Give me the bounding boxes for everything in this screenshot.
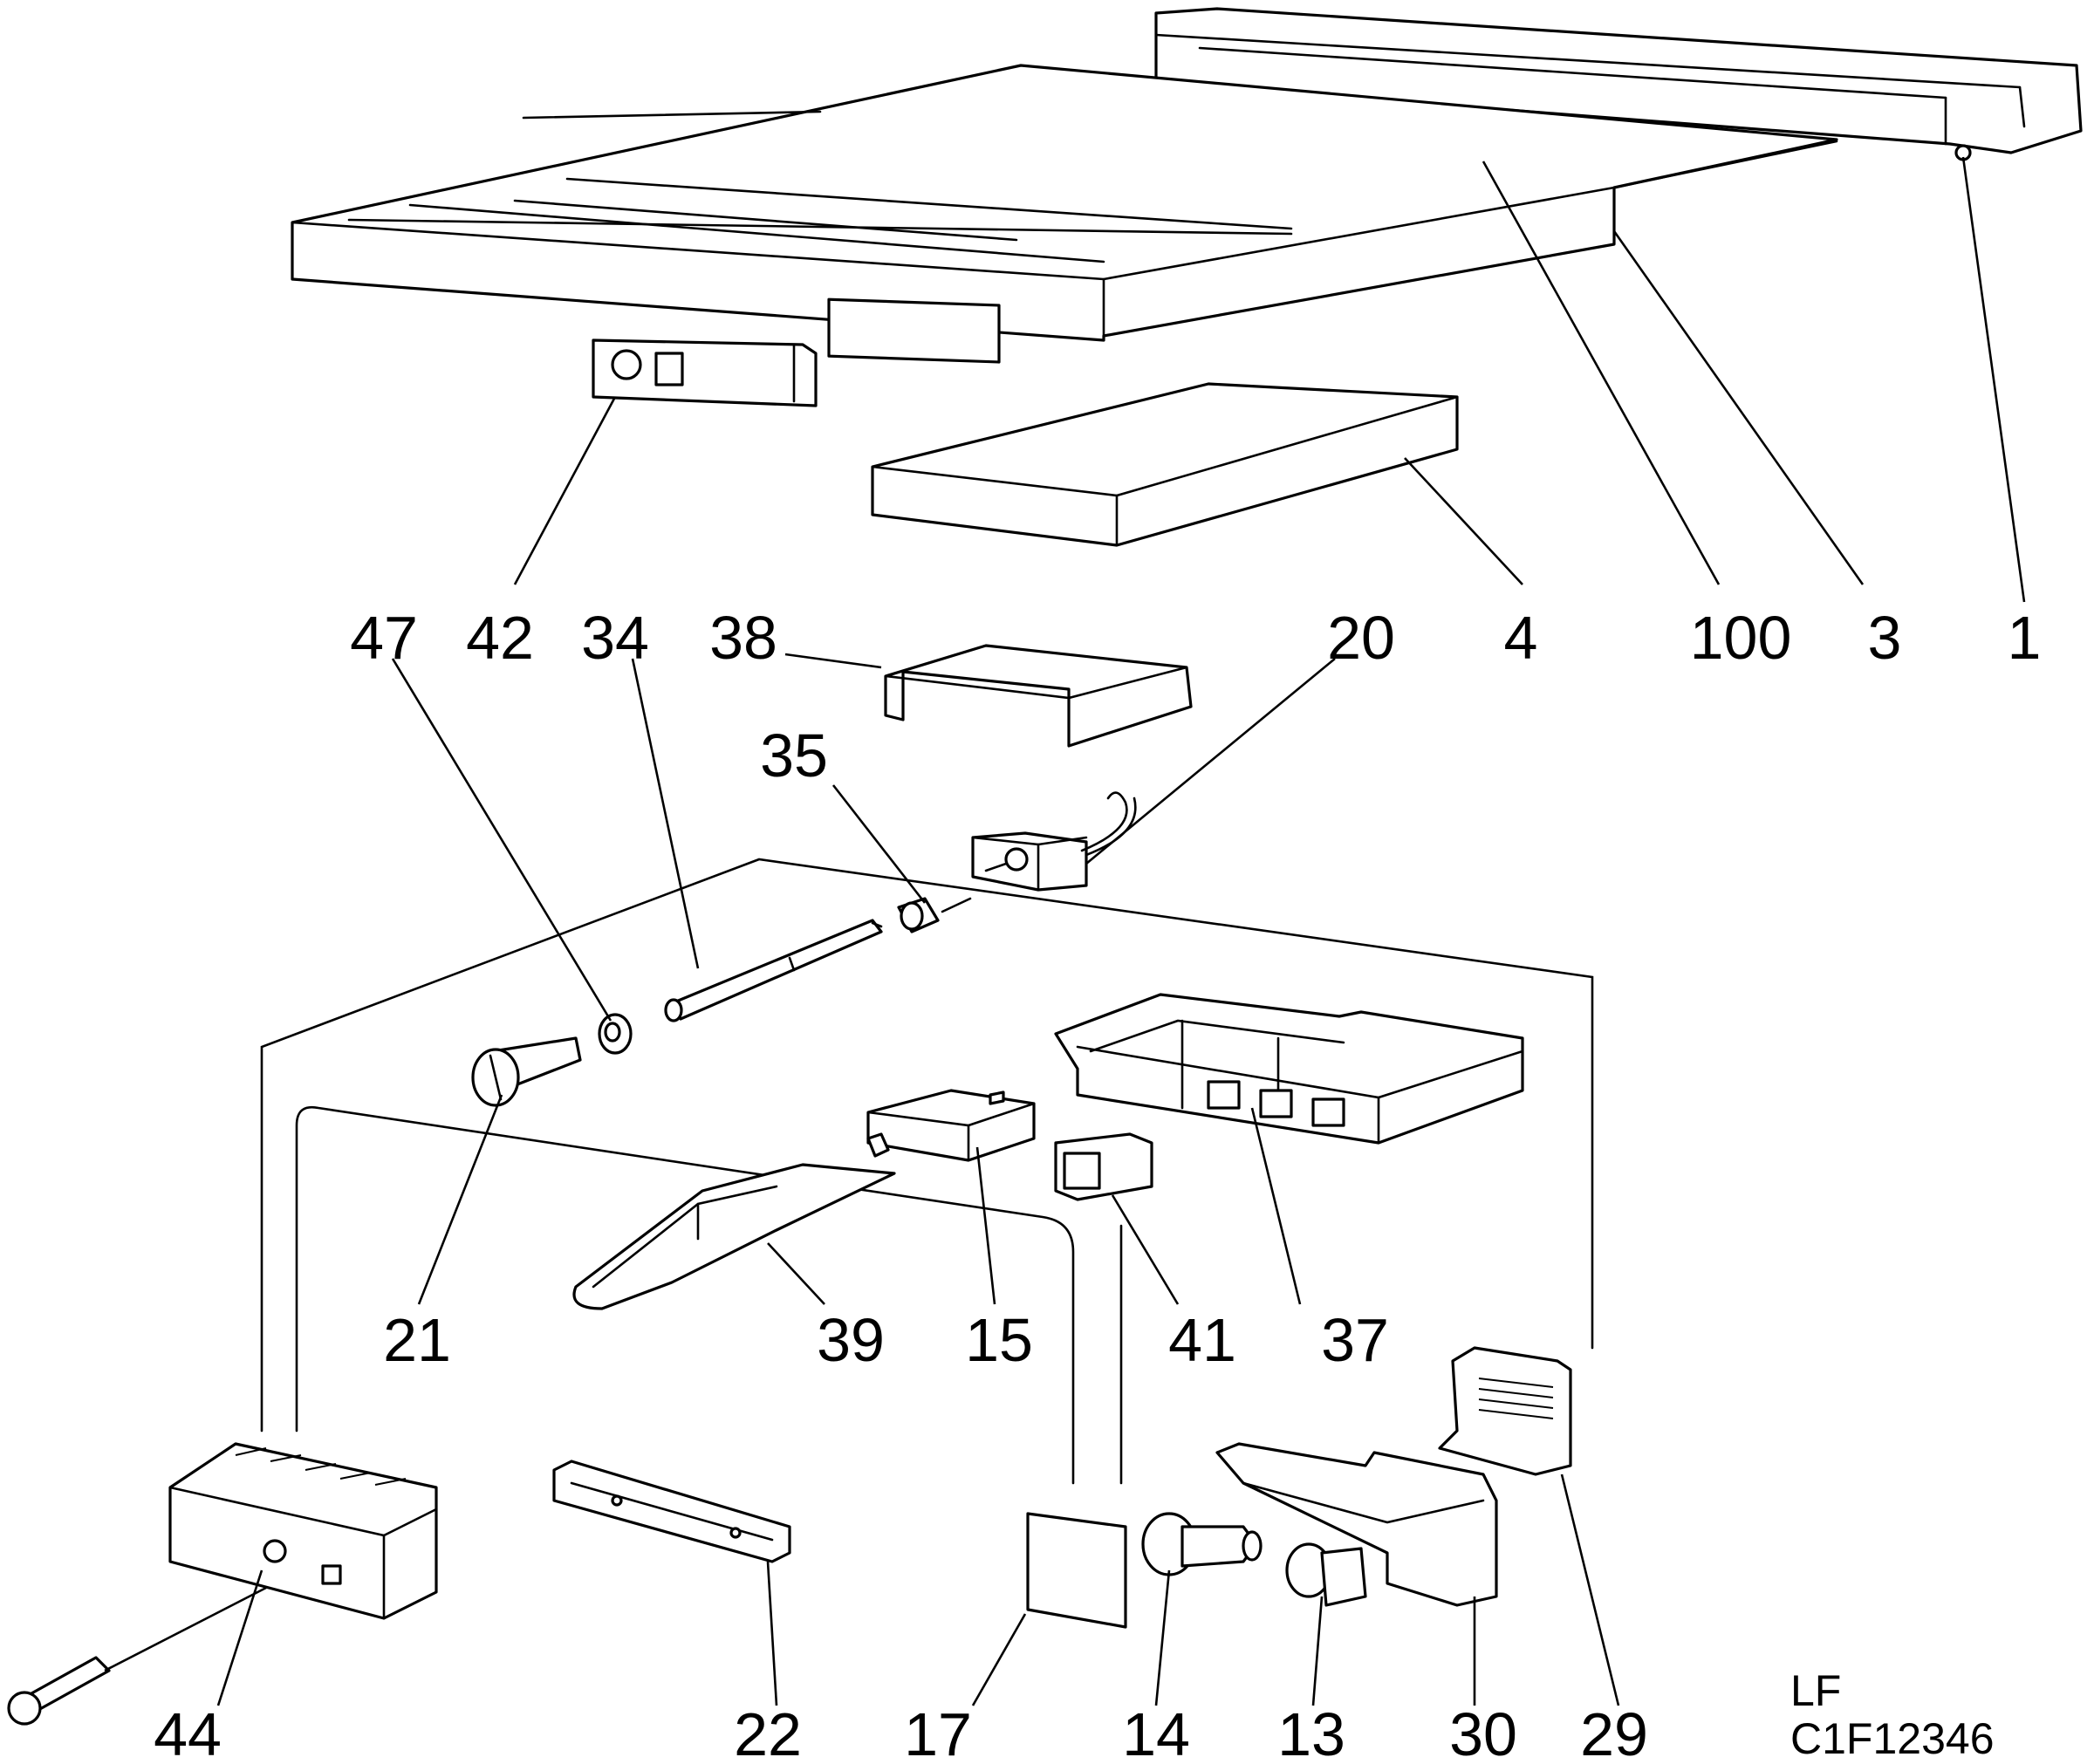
callout-21: 21 (383, 1306, 451, 1374)
part-37-tray (1054, 993, 1524, 1145)
part-14-lamp (1141, 1512, 1263, 1576)
callout-44: 44 (154, 1700, 222, 1764)
callout-35: 35 (760, 721, 828, 790)
part-21-knob (471, 1036, 582, 1107)
callout-14: 14 (1122, 1700, 1190, 1764)
callout-34: 34 (581, 604, 649, 672)
part-41-rocker (1054, 1132, 1153, 1201)
part-17-pad (1026, 1512, 1127, 1629)
callout-42: 42 (466, 604, 534, 672)
callout-labels: 47 42 34 38 20 4 100 3 1 35 21 39 15 41 … (154, 604, 2041, 1764)
part-3-top-panel (291, 64, 1838, 364)
part-4-block (871, 382, 1459, 547)
figure-code-line-1: LF (1790, 1666, 1841, 1715)
figure-code-line-2: C1F12346 (1790, 1714, 1995, 1763)
callout-4: 4 (1504, 604, 1538, 672)
callout-39: 39 (817, 1306, 885, 1374)
part-42-switch-plate (592, 338, 818, 407)
part-47-nut (598, 1013, 633, 1055)
callout-37: 37 (1321, 1306, 1389, 1374)
part-39-probe (572, 1163, 896, 1310)
part-15-switch (866, 1089, 1036, 1162)
part-22-bracket (552, 1460, 791, 1563)
part-44-housing (7, 1442, 438, 1726)
callout-1: 1 (2008, 604, 2042, 672)
callout-47: 47 (350, 604, 418, 672)
callout-3: 3 (1868, 604, 1902, 672)
part-35-sleeve (897, 897, 972, 933)
figure-code: LF C1F12346 (1790, 1666, 1995, 1763)
part-29-plate (1438, 1346, 1572, 1476)
housing-frame (260, 858, 1594, 1485)
part-30-shield (1215, 1442, 1498, 1607)
part-38-cover (884, 644, 1193, 748)
part-34-shaft (664, 919, 883, 1022)
callout-13: 13 (1277, 1700, 1345, 1764)
callout-17: 17 (904, 1700, 972, 1764)
callout-41: 41 (1168, 1306, 1236, 1374)
callout-20: 20 (1327, 604, 1395, 672)
callout-15: 15 (965, 1306, 1033, 1374)
callout-29: 29 (1580, 1700, 1648, 1764)
callout-38: 38 (709, 604, 777, 672)
part-13-holder (1285, 1542, 1367, 1607)
callout-100: 100 (1690, 604, 1792, 672)
leader-lines (104, 156, 2026, 1706)
part-20-sensor (971, 791, 1137, 892)
callout-22: 22 (734, 1700, 802, 1764)
callout-30: 30 (1449, 1700, 1517, 1764)
